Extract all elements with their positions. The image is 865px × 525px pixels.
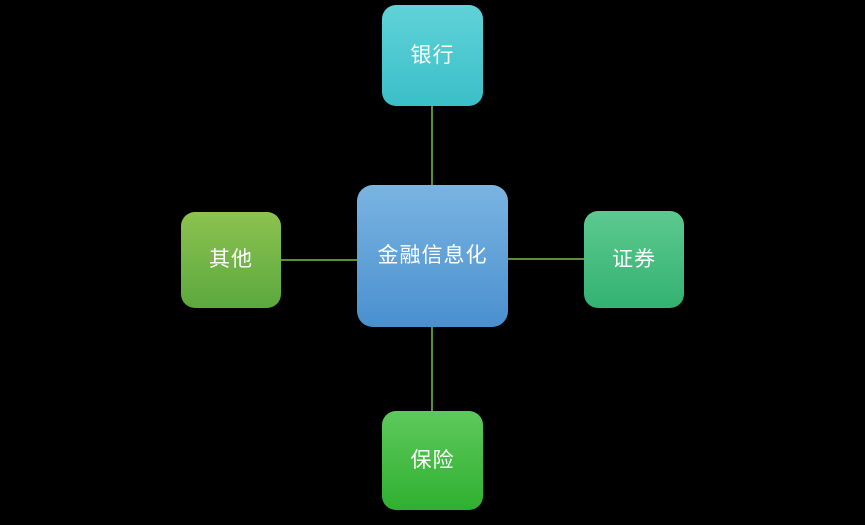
node-center[interactable]: 金融信息化 [357, 185, 508, 327]
node-label-center: 金融信息化 [377, 243, 488, 268]
node-label-insurance: 保险 [410, 447, 455, 472]
node-label-other: 其他 [209, 247, 253, 272]
node-label-bank: 银行 [410, 42, 455, 67]
node-insurance[interactable]: 保险 [382, 411, 483, 510]
node-label-securities: 证券 [612, 246, 656, 271]
node-other[interactable]: 其他 [181, 212, 281, 308]
node-securities[interactable]: 证券 [584, 211, 684, 308]
node-bank[interactable]: 银行 [382, 5, 483, 106]
